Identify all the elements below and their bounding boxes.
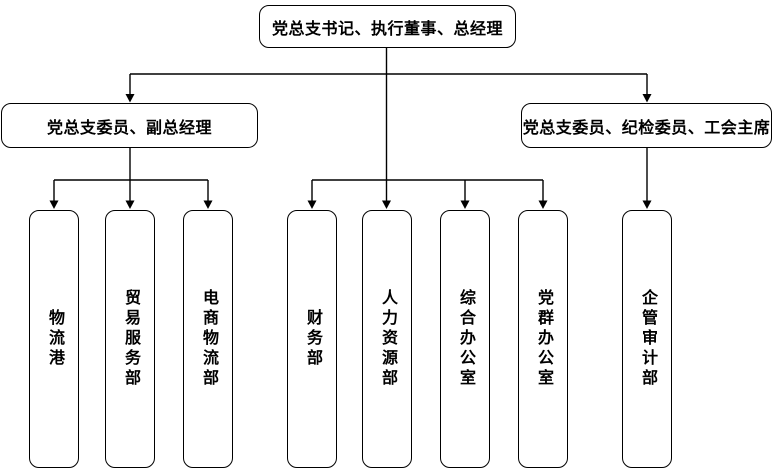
node-dept-party-mass-office: 党群办公室 (518, 210, 568, 468)
node-branch-deputy-gm-label: 党总支委员、副总经理 (46, 119, 212, 137)
node-dept-audit: 企管审计部 (622, 210, 672, 468)
node-dept-trade-services-label: 贸易服务部 (122, 289, 139, 389)
node-dept-finance-label: 财务部 (304, 309, 321, 369)
node-dept-party-mass-office-label: 党群办公室 (535, 289, 552, 389)
node-branch-union-chair: 党总支委员、纪检委员、工会主席 (521, 103, 772, 148)
node-dept-trade-services: 贸易服务部 (105, 210, 155, 468)
node-dept-ecommerce-logistics-label: 电商物流部 (200, 289, 217, 389)
node-branch-union-chair-label: 党总支委员、纪检委员、工会主席 (522, 119, 771, 137)
node-dept-general-office: 综合办公室 (440, 210, 490, 468)
node-dept-audit-label: 企管审计部 (639, 289, 656, 389)
node-dept-finance: 财务部 (287, 210, 337, 468)
connector-segments (53, 47, 648, 201)
node-branch-deputy-gm: 党总支委员、副总经理 (1, 103, 258, 148)
node-dept-ecommerce-logistics: 电商物流部 (183, 210, 233, 468)
node-dept-logistics-port: 物流港 (29, 210, 79, 468)
node-root: 党总支书记、执行董事、总经理 (259, 5, 516, 48)
node-dept-general-office-label: 综合办公室 (457, 289, 474, 389)
node-root-label: 党总支书记、执行董事、总经理 (271, 20, 503, 38)
node-dept-hr: 人力资源部 (362, 210, 412, 468)
node-dept-logistics-port-label: 物流港 (46, 309, 63, 369)
node-dept-hr-label: 人力资源部 (379, 289, 396, 389)
arrowhead-icons (49, 94, 652, 209)
